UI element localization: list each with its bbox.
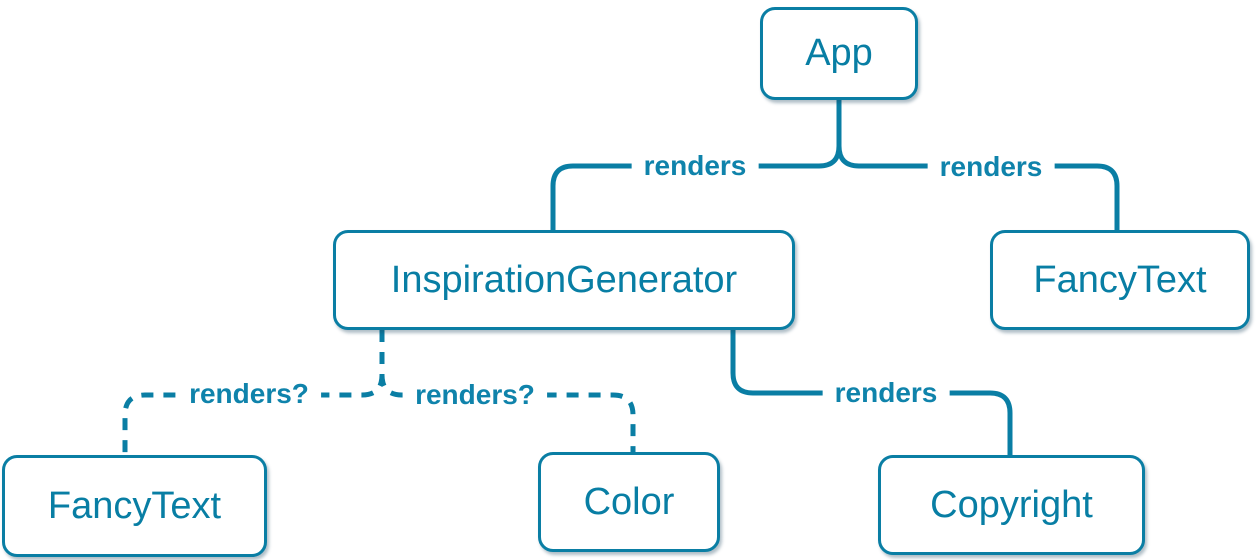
node-inspiration-generator: InspirationGenerator — [333, 230, 795, 330]
node-app: App — [760, 7, 918, 100]
edge-label-renders-app-inspiration-generator: renders — [631, 150, 759, 182]
node-color: Color — [538, 452, 720, 552]
node-inspiration-generator-label: InspirationGenerator — [390, 258, 738, 301]
node-fancy-text-left-label: FancyText — [47, 484, 222, 527]
node-app-label: App — [805, 32, 873, 74]
edge-label-renders-q-color: renders? — [403, 379, 547, 411]
node-fancy-text-left: FancyText — [2, 455, 267, 557]
node-color-label: Color — [583, 480, 675, 523]
node-copyright: Copyright — [878, 455, 1145, 555]
edge-label-renders-app-fancy-text: renders — [927, 151, 1055, 183]
edge-label-renders-q-fancy-text: renders? — [177, 378, 321, 410]
node-fancy-text-right-label: FancyText — [1033, 258, 1207, 301]
node-fancy-text-right: FancyText — [990, 230, 1250, 330]
node-copyright-label: Copyright — [930, 483, 1093, 526]
edge-label-renders-copyright: renders — [822, 377, 950, 409]
